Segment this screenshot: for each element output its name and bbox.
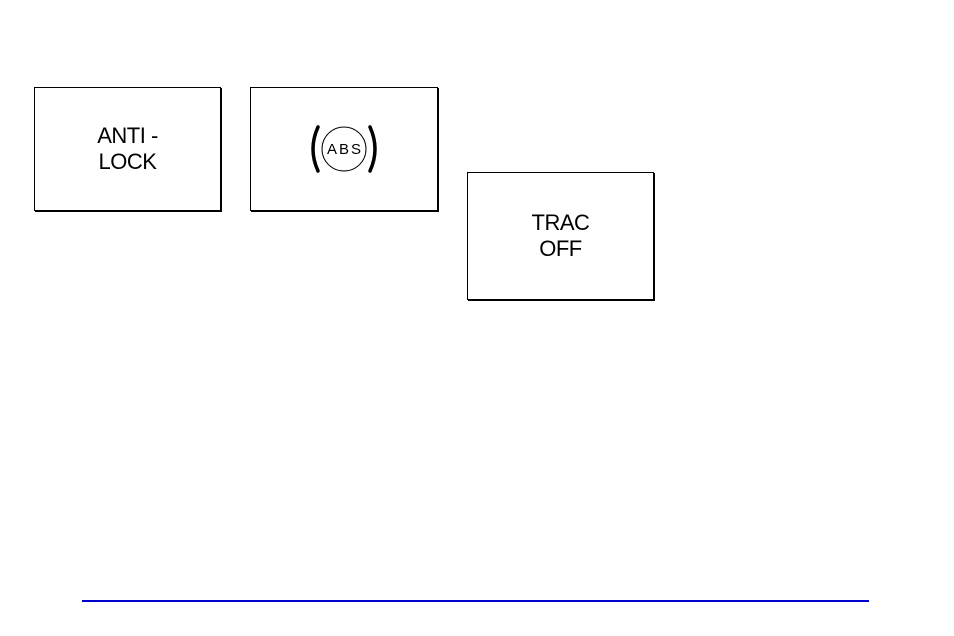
- abs-symbol-text: ABS: [306, 119, 382, 179]
- antilock-label-line2: LOCK: [99, 149, 157, 175]
- antilock-label: ANTI - LOCK: [97, 123, 158, 175]
- antilock-label-line1: ANTI -: [97, 123, 158, 149]
- trac-off-warning-light: TRAC OFF: [467, 172, 654, 300]
- trac-off-label-line2: OFF: [539, 236, 582, 262]
- abs-warning-light: ABS: [250, 87, 438, 211]
- trac-off-label: TRAC OFF: [532, 210, 590, 262]
- abs-warning-icon: ABS: [306, 119, 382, 179]
- trac-off-label-line1: TRAC: [532, 210, 590, 236]
- footer-divider: [82, 600, 869, 602]
- antilock-warning-light: ANTI - LOCK: [34, 87, 221, 211]
